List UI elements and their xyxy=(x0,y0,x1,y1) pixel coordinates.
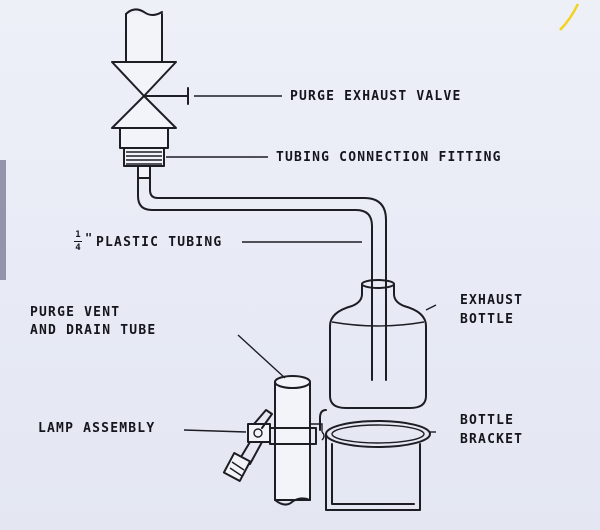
highlight-mark xyxy=(559,3,580,31)
tubing-connection-fitting xyxy=(119,127,169,167)
purge-vent-label-line2: AND DRAIN TUBE xyxy=(30,323,157,338)
scan-edge xyxy=(0,160,6,280)
tubing-size-denominator: 4 xyxy=(75,243,81,253)
lamp-assembly-label: LAMP ASSEMBLY xyxy=(38,421,156,436)
exhaust-bottle-label-line1: EXHAUST xyxy=(460,293,524,308)
plastic-tubing xyxy=(137,177,387,381)
plastic-tubing-label: PLASTIC TUBING xyxy=(96,235,223,250)
exhaust-bottle xyxy=(329,279,427,409)
tubing-connection-fitting-label: TUBING CONNECTION FITTING xyxy=(276,150,502,165)
tubing-size-inch-mark: " xyxy=(85,231,94,245)
purge-vent-drain-tube xyxy=(269,375,325,506)
tubing-size-numerator: 1 xyxy=(75,230,81,240)
bottle-bracket xyxy=(319,409,431,511)
bottle-bracket-label-line2: BRACKET xyxy=(460,432,524,447)
purge-exhaust-valve-label: PURGE EXHAUST VALVE xyxy=(290,89,462,104)
fitting-stem xyxy=(137,165,151,179)
bottle-bracket-label-line1: BOTTLE xyxy=(460,413,515,428)
tubing-size-fraction: 1 4 xyxy=(74,230,82,253)
lamp-assembly xyxy=(222,409,273,482)
purge-vent-label-line1: PURGE VENT xyxy=(30,305,121,320)
top-pipe xyxy=(125,8,163,63)
exhaust-bottle-label-line2: BOTTLE xyxy=(460,312,515,327)
purge-exhaust-valve xyxy=(111,61,189,129)
leader-lines xyxy=(166,95,437,433)
